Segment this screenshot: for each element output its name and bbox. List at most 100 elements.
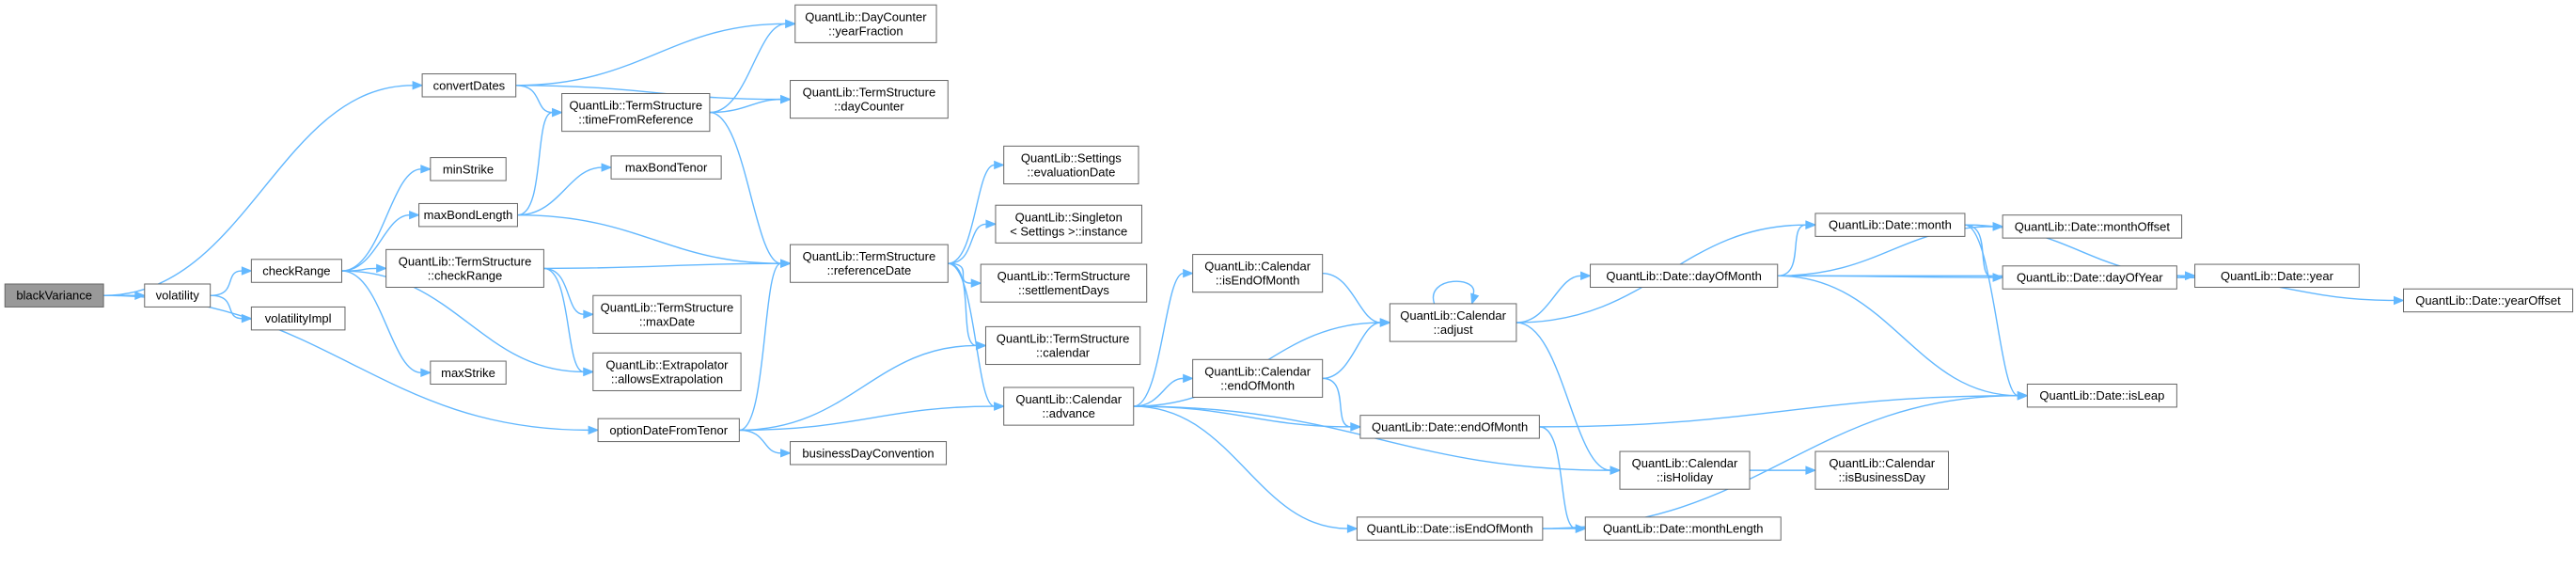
edge-line	[515, 85, 553, 114]
node-minstrike[interactable]: minStrike	[430, 157, 507, 181]
node-date-dayofyear[interactable]: QuantLib::Date::dayOfYear	[2002, 265, 2177, 290]
node-cal-isholiday[interactable]: QuantLib::Calendar::isHoliday	[1619, 450, 1751, 490]
node-volatilityimpl[interactable]: volatilityImpl	[250, 306, 346, 331]
edge-line	[709, 111, 781, 264]
node-box	[790, 441, 948, 465]
node-date-monthoffset[interactable]: QuantLib::Date::monthOffset	[2002, 214, 2183, 239]
node-label: ::checkRange	[428, 268, 503, 282]
edge-cal-isholiday-to-cal-isbusinessday	[1750, 465, 1817, 475]
node-box	[430, 360, 507, 385]
node-date-endofmonth[interactable]: QuantLib::Date::endOfMonth	[1359, 415, 1540, 439]
edge-line	[948, 223, 987, 264]
node-date-year[interactable]: QuantLib::Date::year	[2194, 263, 2360, 288]
node-date-monthlength[interactable]: QuantLib::Date::monthLength	[1584, 516, 1782, 541]
edge-arrowhead	[2185, 271, 2196, 281]
node-date-yearoffset[interactable]: QuantLib::Date::yearOffset	[2403, 288, 2574, 313]
node-date-dayofmonth[interactable]: QuantLib::Date::dayOfMonth	[1590, 263, 1779, 288]
edge-arrowhead	[241, 266, 253, 276]
node-label: QuantLib::Calendar	[1015, 392, 1122, 406]
node-maxbondlength[interactable]: maxBondLength	[418, 202, 518, 228]
node-settings-evaldate[interactable]: QuantLib::Settings::evaluationDate	[1003, 145, 1139, 185]
edge-arrowhead	[985, 219, 997, 229]
node-label: QuantLib::Date::isEndOfMonth	[1367, 522, 1533, 536]
edge-ts-timefromreference-to-ts-referencedate	[709, 111, 792, 268]
edge-arrowhead	[1379, 318, 1391, 327]
node-optiondatefromtenor[interactable]: optionDateFromTenor	[597, 418, 740, 443]
node-box	[144, 283, 212, 308]
node-singleton-instance[interactable]: QuantLib::Singleton< Settings >::instanc…	[995, 204, 1142, 244]
node-label: ::referenceDate	[827, 263, 912, 277]
node-label: QuantLib::Extrapolator	[605, 357, 729, 371]
node-ts-timefromreference[interactable]: QuantLib::TermStructure::timeFromReferen…	[561, 93, 711, 133]
node-label: QuantLib::TermStructure	[803, 249, 936, 263]
node-checkrange[interactable]: checkRange	[250, 259, 342, 283]
node-blackvariance[interactable]: blackVariance	[4, 283, 104, 308]
node-businessdayconvention[interactable]: businessDayConvention	[790, 441, 948, 465]
edge-ts-checkrange-to-extrap-allows	[543, 267, 595, 377]
node-label: ::advance	[1043, 406, 1095, 420]
node-ts-calendar[interactable]: QuantLib::TermStructure::calendar	[984, 325, 1141, 366]
edge-optiondatefromtenor-to-ts-referencedate	[739, 259, 792, 432]
node-label: QuantLib::Calendar	[1204, 260, 1311, 274]
edge-line	[543, 267, 584, 315]
node-label: QuantLib::Date::dayOfMonth	[1606, 269, 1761, 283]
node-cal-isendofmonth[interactable]: QuantLib::Calendar::isEndOfMonth	[1192, 254, 1324, 293]
edge-maxbondlength-to-maxbondtenor	[517, 163, 613, 216]
edge-line	[948, 262, 995, 407]
edge-line	[341, 213, 410, 272]
edge-line	[517, 111, 553, 216]
node-label: QuantLib::TermStructure	[997, 269, 1131, 283]
node-volatility[interactable]: volatility	[144, 283, 212, 308]
edge-arrowhead	[1183, 268, 1194, 278]
node-box	[250, 259, 342, 283]
node-ts-maxdate[interactable]: QuantLib::TermStructure::maxDate	[592, 294, 742, 334]
node-ts-settlementdays[interactable]: QuantLib::TermStructure::settlementDays	[980, 263, 1148, 303]
node-cal-isbusinessday[interactable]: QuantLib::Calendar::isBusinessDay	[1814, 450, 1949, 490]
edge-date-month-to-date-isleap	[1964, 224, 2029, 401]
node-label: QuantLib::TermStructure	[803, 86, 936, 100]
edge-ts-referencedate-to-singleton-instance	[948, 219, 997, 264]
node-label: QuantLib::Date::month	[1829, 218, 1952, 232]
node-cal-adjust[interactable]: QuantLib::Calendar::adjust	[1389, 303, 1517, 342]
node-label: ::dayCounter	[834, 100, 904, 114]
node-label: ::yearFraction	[828, 24, 903, 38]
node-label: blackVariance	[16, 289, 92, 303]
node-label: volatilityImpl	[265, 311, 332, 325]
edge-cal-advance-to-cal-isendofmonth	[1133, 268, 1194, 407]
node-dc-yearfraction[interactable]: QuantLib::DayCounter::yearFraction	[794, 4, 937, 43]
edge-optiondatefromtenor-to-ts-calendar	[739, 340, 987, 432]
node-label: QuantLib::Date::yearOffset	[2415, 293, 2561, 308]
node-cal-endofmonth[interactable]: QuantLib::Calendar::endOfMonth	[1192, 358, 1324, 398]
node-label: ::isBusinessDay	[1838, 470, 1925, 484]
edge-maxbondlength-to-ts-timefromreference	[517, 107, 563, 216]
edge-ts-referencedate-to-cal-advance	[948, 262, 1006, 411]
node-box	[794, 4, 937, 43]
node-box	[250, 306, 346, 331]
node-ts-daycounter[interactable]: QuantLib::TermStructure::dayCounter	[790, 80, 949, 119]
node-maxstrike[interactable]: maxStrike	[430, 360, 507, 385]
node-label: minStrike	[443, 162, 494, 176]
node-label: ::isHoliday	[1657, 470, 1713, 484]
node-date-isendofmonth[interactable]: QuantLib::Date::isEndOfMonth	[1356, 516, 1544, 541]
edge-arrowhead	[420, 165, 432, 174]
node-ts-checkrange[interactable]: QuantLib::TermStructure::checkRange	[385, 248, 544, 288]
node-maxbondtenor[interactable]: maxBondTenor	[610, 155, 722, 180]
node-box	[995, 204, 1142, 244]
node-date-isleap[interactable]: QuantLib::Date::isLeap	[2026, 383, 2177, 408]
edge-arrowhead	[1346, 524, 1359, 533]
edge-line	[1133, 377, 1184, 407]
edge-line	[739, 405, 995, 432]
edge-line	[1133, 405, 1348, 529]
edge-arrowhead	[1470, 292, 1480, 306]
node-box	[418, 202, 518, 228]
node-label: QuantLib::DayCounter	[805, 9, 927, 24]
node-ts-referencedate[interactable]: QuantLib::TermStructure::referenceDate	[790, 244, 949, 283]
node-convertdates[interactable]: convertDates	[421, 73, 517, 98]
node-date-month[interactable]: QuantLib::Date::month	[1814, 213, 1966, 237]
edge-cal-adjust-to-cal-isholiday	[1516, 322, 1622, 475]
edge-arrowhead	[420, 368, 432, 378]
node-extrap-allows[interactable]: QuantLib::Extrapolator::allowsExtrapolat…	[592, 352, 742, 391]
node-label: QuantLib::Singleton	[1015, 210, 1123, 224]
node-cal-advance[interactable]: QuantLib::Calendar::advance	[1003, 387, 1135, 426]
node-box	[2403, 288, 2574, 313]
